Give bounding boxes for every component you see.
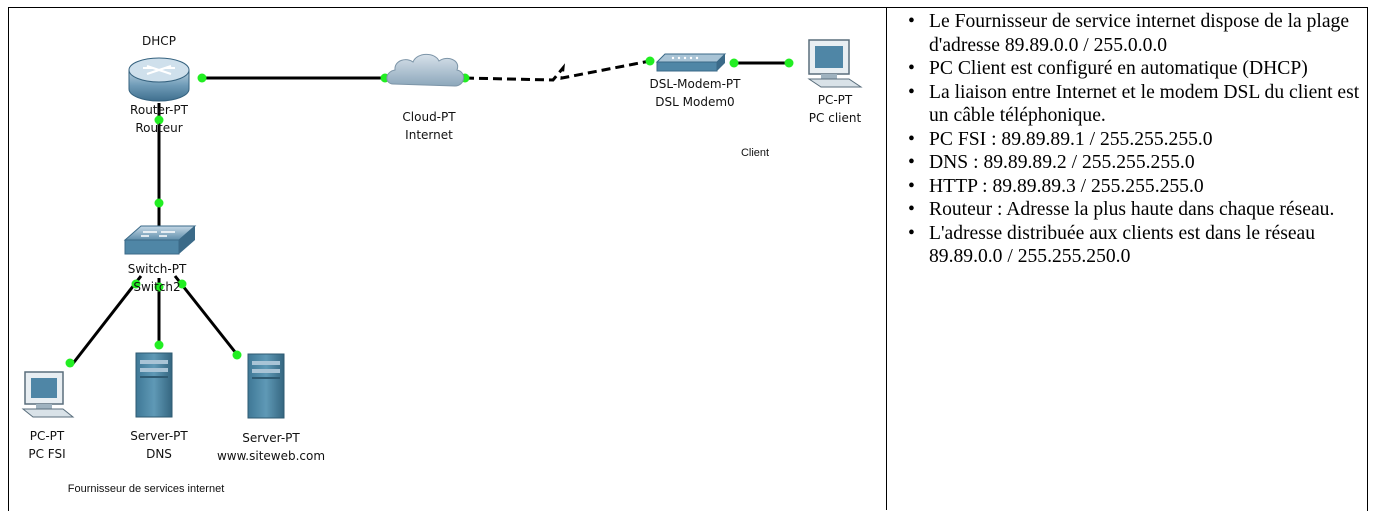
bullet-icon: • — [908, 152, 915, 173]
server-dns-icon[interactable] — [135, 352, 173, 418]
cloud-icon[interactable] — [386, 53, 464, 87]
note-text: La liaison entre Internet et le modem DS… — [929, 81, 1360, 127]
note-item: • Routeur : Adresse la plus haute dans ch… — [895, 198, 1360, 222]
port-dot — [154, 340, 164, 350]
router-title: DHCP — [142, 34, 176, 48]
server-dns-type: Server-PT — [130, 429, 188, 443]
pc-fsi-type: PC-PT — [30, 429, 65, 443]
note-text: Routeur : Adresse la plus haute dans cha… — [929, 199, 1335, 220]
server-web-type: Server-PT — [242, 431, 300, 445]
note-item: • PC FSI : 89.89.89.1 / 255.255.255.0 — [895, 128, 1360, 152]
server-dns-name: DNS — [146, 447, 172, 461]
note-item: • L'adresse distribuée aux clients est da… — [895, 222, 1360, 269]
pc-fsi-icon[interactable] — [21, 371, 75, 418]
port-dot — [177, 279, 187, 289]
bullet-icon: • — [908, 11, 915, 32]
port-dot — [784, 58, 794, 68]
outer-frame — [8, 7, 1368, 511]
network-topology: DHCP Router-PT Routeur Cloud-PT Internet… — [21, 34, 863, 495]
note-text: PC FSI : 89.89.89.1 / 255.255.255.0 — [929, 128, 1213, 150]
link-switch-web — [173, 275, 241, 358]
port-dot — [65, 358, 75, 368]
router-name: Routeur — [135, 121, 182, 135]
port-dot — [645, 56, 655, 66]
cloud-name: Internet — [405, 128, 453, 142]
link-cloud-modem-phone — [464, 59, 651, 82]
port-dot — [154, 115, 164, 125]
server-web-icon[interactable] — [247, 353, 285, 419]
switch-icon[interactable] — [123, 225, 197, 255]
switch-type: Switch-PT — [128, 262, 187, 276]
router-type: Router-PT — [130, 103, 189, 117]
bullet-icon: • — [908, 199, 915, 220]
note-text: HTTP : 89.89.89.3 / 255.255.255.0 — [929, 175, 1204, 197]
bullet-icon: • — [908, 128, 915, 150]
bullet-icon: • — [908, 81, 915, 103]
note-text: DNS : 89.89.89.2 / 255.255.255.0 — [929, 152, 1195, 173]
port-dot — [232, 350, 242, 360]
modem-type: DSL-Modem-PT — [650, 77, 742, 91]
note-text: L'adresse distribuée aux clients est dan… — [929, 222, 1316, 268]
note-item: • La liaison entre Internet et le modem D… — [895, 81, 1360, 128]
link-switch-pcfsi — [69, 275, 143, 367]
port-dot — [729, 58, 739, 68]
note-item: • PC Client est configuré en automatique … — [895, 57, 1360, 81]
port-dot — [154, 282, 164, 292]
cloud-type: Cloud-PT — [402, 110, 456, 124]
bullet-icon: • — [908, 58, 915, 79]
port-dot — [131, 279, 141, 289]
switch-name: Switch2 — [133, 280, 180, 294]
note-item: • HTTP : 89.89.89.3 / 255.255.255.0 — [895, 175, 1360, 199]
server-web-name: www.siteweb.com — [217, 449, 325, 463]
note-text: Le Fournisseur de service internet dispo… — [929, 11, 1350, 56]
pc-fsi-name: PC FSI — [28, 447, 65, 461]
note-item: • DNS : 89.89.89.2 / 255.255.255.0 — [895, 151, 1360, 175]
note-item: • Le Fournisseur de service internet disp… — [895, 10, 1360, 57]
pc-client-name: PC client — [809, 111, 862, 125]
note-text: PC Client est configuré en automatique (… — [929, 58, 1308, 79]
dsl-modem-icon[interactable] — [655, 53, 727, 72]
bullet-icon: • — [908, 175, 915, 197]
port-dot — [154, 198, 164, 208]
isp-area-label: Fournisseur de services internet — [68, 483, 225, 495]
client-area-label: Client — [741, 147, 769, 159]
router-icon[interactable] — [128, 57, 190, 102]
port-dot — [197, 73, 207, 83]
column-divider — [886, 7, 887, 510]
bullet-icon: • — [908, 222, 915, 244]
notes-list: • Le Fournisseur de service internet disp… — [895, 10, 1360, 269]
modem-name: DSL Modem0 — [655, 95, 734, 109]
pc-client-icon[interactable] — [807, 39, 863, 88]
pc-client-type: PC-PT — [818, 93, 853, 107]
